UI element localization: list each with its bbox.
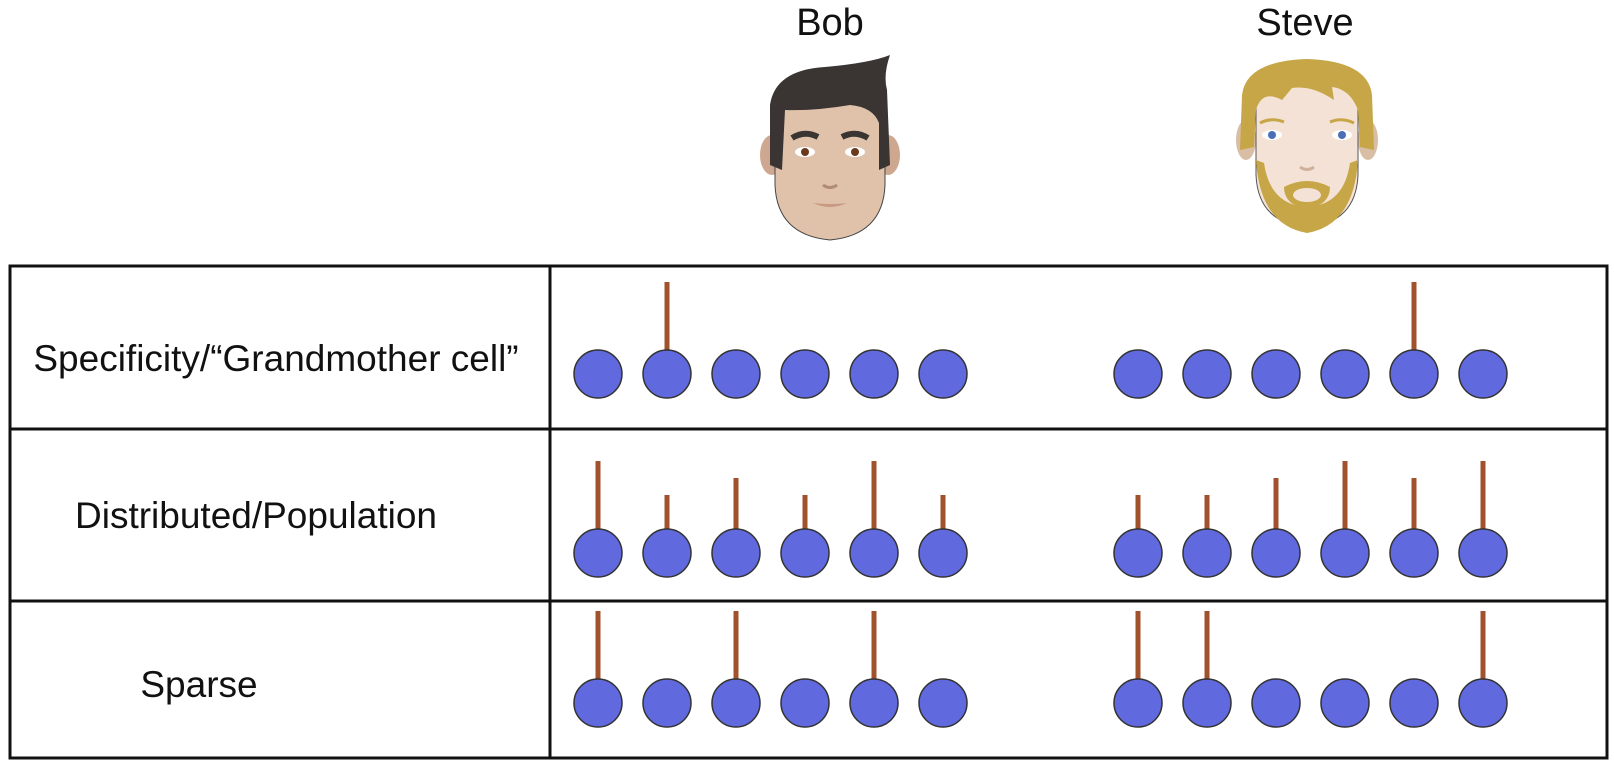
- neuron-steve-r2-n3: [1320, 678, 1370, 728]
- neuron-steve-r0-n4: [1389, 349, 1439, 399]
- neuron-steve-r1-n2: [1251, 528, 1301, 578]
- neuron-bob-r0-n1: [642, 349, 692, 399]
- neuron-activity-layer: [573, 282, 1508, 728]
- spike-bob-r1-n0: [595, 461, 601, 529]
- spike-steve-r0-n4: [1411, 282, 1417, 350]
- neuron-steve-r1-n0: [1113, 528, 1163, 578]
- neuron-bob-r2-n3: [780, 678, 830, 728]
- spike-steve-r2-n1: [1204, 611, 1210, 679]
- neuron-steve-r2-n4: [1389, 678, 1439, 728]
- neuron-steve-r1-n3: [1320, 528, 1370, 578]
- person-name-bob: Bob: [796, 2, 864, 44]
- dark-haired-man-face-icon: [760, 55, 900, 241]
- spike-bob-r2-n0: [595, 611, 601, 679]
- neuron-bob-r1-n0: [573, 528, 623, 578]
- blond-bearded-man-face-icon: [1236, 59, 1378, 233]
- spike-steve-r1-n1: [1204, 495, 1210, 529]
- neuron-bob-r1-n1: [642, 528, 692, 578]
- spike-steve-r1-n2: [1273, 478, 1279, 529]
- row-label-specificity: Specificity/“Grandmother cell”: [33, 338, 519, 379]
- neuron-bob-r0-n0: [573, 349, 623, 399]
- spike-bob-r0-n1: [664, 282, 670, 350]
- spike-bob-r2-n2: [733, 611, 739, 679]
- neuron-steve-r1-n4: [1389, 528, 1439, 578]
- spike-bob-r2-n4: [871, 611, 877, 679]
- neuron-bob-r1-n4: [849, 528, 899, 578]
- spike-bob-r1-n5: [940, 495, 946, 529]
- neuron-bob-r0-n5: [918, 349, 968, 399]
- spike-steve-r1-n4: [1411, 478, 1417, 529]
- neuron-steve-r0-n0: [1113, 349, 1163, 399]
- neuron-bob-r1-n2: [711, 528, 761, 578]
- neuron-steve-r1-n5: [1458, 528, 1508, 578]
- neuron-bob-r2-n5: [918, 678, 968, 728]
- person-name-steve: Steve: [1256, 2, 1354, 44]
- neuron-steve-r2-n0: [1113, 678, 1163, 728]
- neuron-bob-r0-n2: [711, 349, 761, 399]
- neuron-steve-r0-n2: [1251, 349, 1301, 399]
- row-label-distributed: Distributed/Population: [75, 495, 437, 536]
- neuron-steve-r0-n1: [1182, 349, 1232, 399]
- neuron-bob-r0-n4: [849, 349, 899, 399]
- neuron-bob-r2-n1: [642, 678, 692, 728]
- neuron-bob-r2-n2: [711, 678, 761, 728]
- spike-steve-r1-n5: [1480, 461, 1486, 529]
- spike-steve-r2-n5: [1480, 611, 1486, 679]
- spike-steve-r2-n0: [1135, 611, 1141, 679]
- neuron-bob-r1-n3: [780, 528, 830, 578]
- neuron-bob-r2-n0: [573, 678, 623, 728]
- neuron-bob-r0-n3: [780, 349, 830, 399]
- spike-bob-r1-n4: [871, 461, 877, 529]
- neuron-steve-r0-n5: [1458, 349, 1508, 399]
- neuron-steve-r1-n1: [1182, 528, 1232, 578]
- neuron-steve-r0-n3: [1320, 349, 1370, 399]
- neuron-bob-r1-n5: [918, 528, 968, 578]
- neuron-steve-r2-n5: [1458, 678, 1508, 728]
- neuron-bob-r2-n4: [849, 678, 899, 728]
- spike-bob-r1-n1: [664, 495, 670, 529]
- spike-bob-r1-n2: [733, 478, 739, 529]
- row-label-sparse: Sparse: [140, 664, 258, 705]
- neuron-steve-r2-n1: [1182, 678, 1232, 728]
- spike-steve-r1-n0: [1135, 495, 1141, 529]
- spike-steve-r1-n3: [1342, 461, 1348, 529]
- spike-bob-r1-n3: [802, 495, 808, 529]
- neuron-steve-r2-n2: [1251, 678, 1301, 728]
